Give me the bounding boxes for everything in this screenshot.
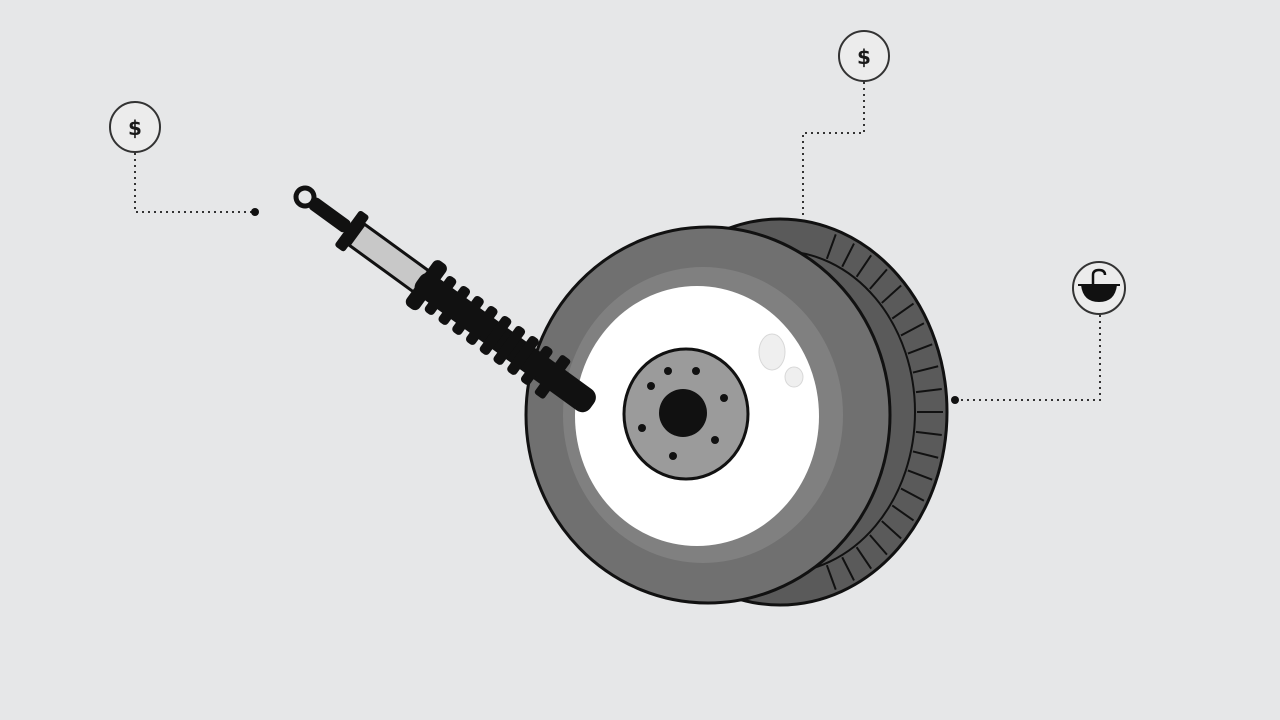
basin-icon xyxy=(1078,268,1120,302)
lug-nuts xyxy=(638,367,728,460)
tread-groove xyxy=(869,534,888,556)
tread-groove xyxy=(907,469,933,481)
spring-coil xyxy=(507,335,539,375)
spring-coil xyxy=(465,305,498,345)
tread-groove xyxy=(841,556,855,581)
tread-groove xyxy=(891,504,915,522)
tread-groove xyxy=(855,546,872,570)
dollar-icon: $ xyxy=(857,45,871,69)
tread-groove xyxy=(881,284,902,304)
tread-groove xyxy=(900,487,925,502)
tread-groove xyxy=(869,268,888,290)
callout-left-circle xyxy=(109,101,161,153)
shock-top-rod xyxy=(308,197,351,233)
tread-groove xyxy=(825,234,837,260)
callout-left: $ xyxy=(109,101,161,153)
tread-groove xyxy=(900,322,925,337)
callout-top-circle xyxy=(838,30,890,82)
tread-groove xyxy=(841,243,855,268)
connector-left xyxy=(134,153,255,213)
spring-coil xyxy=(520,345,553,385)
tread-groove xyxy=(891,302,915,320)
tread-groove xyxy=(912,450,939,459)
connector-lines xyxy=(134,82,1101,401)
callout-right xyxy=(1072,261,1126,315)
spring-coil xyxy=(479,315,512,355)
shock-absorber xyxy=(293,185,596,413)
tread-groove xyxy=(912,365,939,374)
spring-coil xyxy=(424,276,457,315)
tread-groove xyxy=(881,520,902,540)
connector-right xyxy=(955,315,1101,401)
spring-coil xyxy=(493,325,526,365)
tread-groove xyxy=(915,430,942,437)
shock-top-collar xyxy=(335,210,369,252)
spring-coil xyxy=(452,295,484,335)
tread-groove xyxy=(825,564,837,590)
shock-lower-collar xyxy=(534,355,571,399)
connector-left-dot xyxy=(251,208,259,216)
dollar-icon: $ xyxy=(128,116,142,140)
tire xyxy=(524,217,949,607)
callout-top: $ xyxy=(838,30,890,82)
spring-coil xyxy=(438,286,471,325)
tread-groove xyxy=(907,343,933,355)
valve-bump xyxy=(758,333,786,371)
tread-groove xyxy=(855,254,872,278)
connector-top xyxy=(802,82,865,218)
connector-right-dot xyxy=(951,396,959,404)
tread-groove xyxy=(915,387,942,394)
shock-spring xyxy=(424,276,553,385)
shock-spring-seat xyxy=(405,260,447,311)
valve-bump xyxy=(784,366,804,388)
hub-center xyxy=(659,389,707,437)
